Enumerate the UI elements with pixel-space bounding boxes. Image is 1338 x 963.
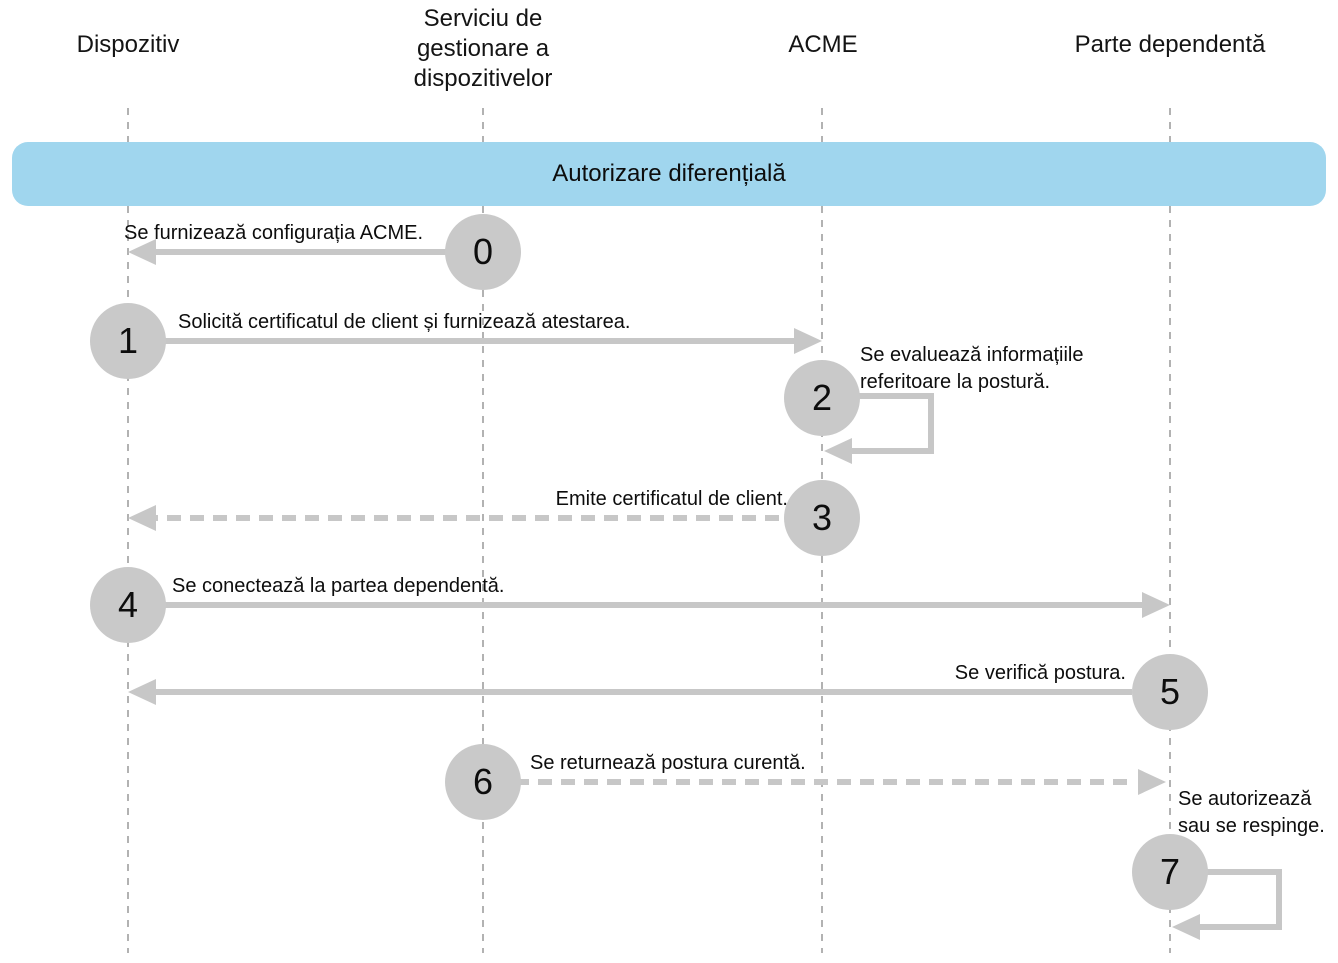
- step3-arrowhead-icon: [128, 505, 156, 531]
- step4-circle: 4: [90, 567, 166, 643]
- step4-number: 4: [117, 584, 139, 625]
- step1-circle: 1: [90, 303, 166, 379]
- step2-label: Se evaluează informațiile referitoare la…: [860, 344, 1084, 393]
- step7-label: Se autorizează sau se respinge.: [1178, 788, 1325, 837]
- lifeline-relying: [1169, 108, 1171, 953]
- step1-label: Solicită certificatul de client și furni…: [178, 311, 631, 333]
- step4-label: Se conectează la partea dependentă.: [172, 575, 505, 597]
- step3-number: 3: [811, 497, 833, 538]
- step3-arrow-shaft: [144, 515, 784, 521]
- step3-circle: 3: [784, 480, 860, 556]
- step5-label: Se verifică postura.: [954, 662, 1126, 684]
- step6-number: 6: [472, 761, 494, 802]
- actor-label-mdm: Serviciu de gestionare a dispozitivelor: [413, 5, 553, 92]
- step2-circle: 2: [784, 360, 860, 436]
- step0-circle: 0: [445, 214, 521, 290]
- step1-arrowhead-icon: [794, 328, 822, 354]
- actor-label-device: Dispozitiv: [76, 31, 180, 58]
- step0-number: 0: [472, 231, 494, 272]
- step6-arrow-shaft: [515, 779, 1135, 785]
- step0-label: Se furnizează configurația ACME.: [124, 222, 424, 244]
- step2-arrowhead-icon: [824, 438, 852, 464]
- actor-label-acme: ACME: [788, 31, 858, 58]
- step5-arrowhead-icon: [128, 679, 156, 705]
- step0-arrowhead-icon: [128, 239, 156, 265]
- step7-circle: 7: [1132, 834, 1208, 910]
- step0-arrow-shaft: [146, 249, 483, 255]
- step5-circle: 5: [1132, 654, 1208, 730]
- lifeline-mdm: [482, 108, 484, 953]
- actor-label-relying: Parte dependentă: [1074, 31, 1266, 58]
- step6-arrowhead-icon: [1138, 769, 1166, 795]
- step7-number: 7: [1159, 851, 1181, 892]
- step4-arrow-shaft: [128, 602, 1142, 608]
- step7-arrowhead-icon: [1172, 914, 1200, 940]
- step3-label: Emite certificatul de client.: [555, 488, 788, 510]
- step6-circle: 6: [445, 744, 521, 820]
- step1-number: 1: [117, 320, 139, 361]
- step7-self-loop: [1180, 869, 1282, 930]
- phase-banner: Autorizare diferențială: [12, 142, 1326, 206]
- step4-arrowhead-icon: [1142, 592, 1170, 618]
- step1-arrow-shaft: [128, 338, 800, 344]
- step5-arrow-shaft: [146, 689, 1132, 695]
- step5-number: 5: [1159, 671, 1181, 712]
- step2-self-loop: [832, 393, 934, 454]
- phase-banner-label: Autorizare diferențială: [552, 160, 786, 187]
- step6-label: Se returnează postura curentă.: [530, 752, 806, 774]
- step2-number: 2: [811, 377, 833, 418]
